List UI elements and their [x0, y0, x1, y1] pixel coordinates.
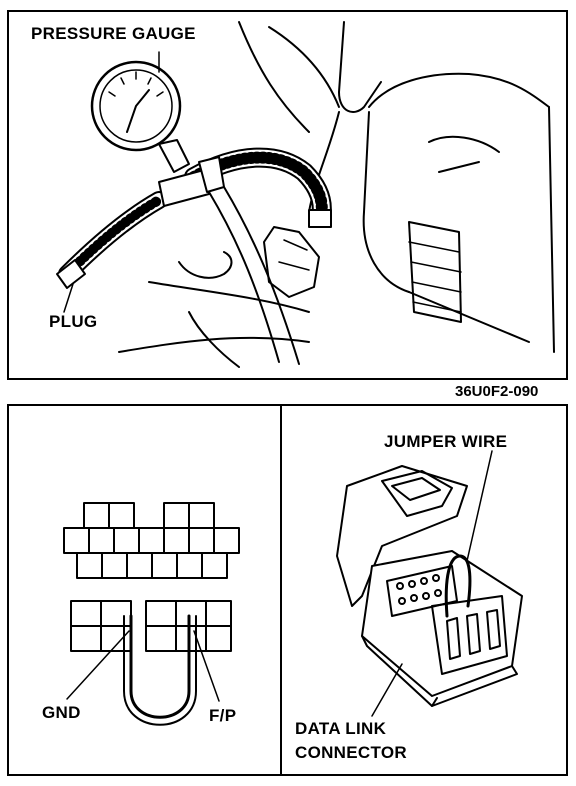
gnd-label: GND — [42, 703, 81, 722]
pin — [420, 577, 428, 585]
lower-lines — [118, 281, 310, 368]
terminal-block-left — [386, 565, 458, 617]
bracket — [338, 21, 382, 113]
terminal-cell — [163, 502, 190, 529]
terminal-cell — [205, 600, 232, 627]
gnd-leader — [66, 630, 130, 700]
hose-line-1 — [238, 21, 310, 133]
jumper-wire-label: JUMPER WIRE — [384, 432, 508, 451]
terminal-cell — [176, 552, 203, 579]
hose-end-clamp — [308, 209, 332, 228]
fp-label: F/P — [209, 706, 237, 725]
terminal-cell — [175, 600, 207, 627]
pin — [396, 582, 404, 590]
data-link-connector-illustration — [336, 450, 523, 717]
fp-leader — [193, 630, 220, 702]
plug-label: PLUG — [49, 312, 98, 331]
fuel-pressure-gauge-panel: PRESSURE GAUGE PLUG — [7, 10, 568, 380]
terminal-cell — [83, 502, 110, 529]
terminal-cell — [138, 527, 165, 554]
terminal-cell — [205, 625, 232, 652]
terminal-diagram — [63, 502, 240, 726]
jumper-leader — [466, 450, 493, 562]
terminal-slots — [446, 609, 501, 660]
pin — [434, 589, 442, 597]
clip — [178, 251, 233, 279]
pin — [422, 592, 430, 600]
connector-lid — [336, 465, 468, 607]
terminal-cell — [63, 527, 90, 554]
jumper-wire-loop — [444, 554, 472, 618]
fitting-detail — [278, 239, 310, 271]
terminal-cell — [163, 527, 190, 554]
terminal-cell — [145, 625, 177, 652]
jumper-u-wire-outer — [123, 615, 197, 726]
gauge-ticks — [108, 71, 164, 97]
data-link-label-line1: DATA LINK — [295, 719, 387, 738]
terminal-cell — [113, 527, 140, 554]
lid-slot — [391, 477, 441, 501]
terminal-cell — [151, 552, 178, 579]
terminal-cell — [145, 600, 177, 627]
pin — [398, 597, 406, 605]
engine-block-left — [362, 111, 410, 293]
terminal-block-right — [431, 595, 508, 675]
terminal-cell — [201, 552, 228, 579]
terminal-cell — [70, 600, 102, 627]
terminal-cell — [100, 625, 132, 652]
pressure-gauge-label: PRESSURE GAUGE — [31, 24, 196, 43]
hose-left-texture — [62, 195, 164, 279]
jumper-u-wire — [129, 614, 191, 719]
pin — [432, 574, 440, 582]
engine-block-edge — [408, 106, 555, 353]
vertical-hose — [208, 186, 300, 365]
plug-leader — [63, 283, 74, 313]
engine-fins — [408, 241, 462, 313]
panel-divider — [280, 406, 282, 774]
plug-cap — [56, 259, 86, 289]
gauge-needle — [126, 89, 150, 133]
gauge-face — [99, 69, 173, 143]
figure-code: 36U0F2-090 — [455, 383, 539, 400]
connector-base-front — [361, 635, 438, 707]
terminal-cell — [101, 552, 128, 579]
dlc-leader — [371, 663, 403, 717]
hose-right-texture — [188, 151, 328, 223]
hose-clamp — [198, 156, 225, 193]
engine-detail — [428, 135, 500, 173]
terminal-cell — [213, 527, 240, 554]
terminal-cell — [188, 527, 215, 554]
terminal-cell — [100, 600, 132, 627]
terminal-cell — [76, 552, 103, 579]
pipe — [308, 111, 340, 213]
connector-base-side — [431, 665, 518, 707]
lid-recess — [381, 470, 453, 517]
engine-bay-illustration — [56, 21, 555, 368]
pin — [410, 594, 418, 602]
gauge-body — [90, 60, 182, 152]
gauge-stem — [158, 139, 190, 173]
data-link-label-line2: CONNECTOR — [295, 743, 407, 762]
terminal-cell — [126, 552, 153, 579]
terminal-cell — [88, 527, 115, 554]
terminal-cell — [108, 502, 135, 529]
terminal-cell — [188, 502, 215, 529]
check-connector-panel: GND F/P JUMPER WIRE DATA LINK CONNECTOR — [7, 404, 568, 776]
pin — [408, 580, 416, 588]
tee-fitting — [158, 169, 210, 207]
terminal-cell — [175, 625, 207, 652]
terminal-cell — [70, 625, 102, 652]
hose-line-2 — [268, 26, 340, 108]
engine-block-top — [368, 72, 550, 108]
